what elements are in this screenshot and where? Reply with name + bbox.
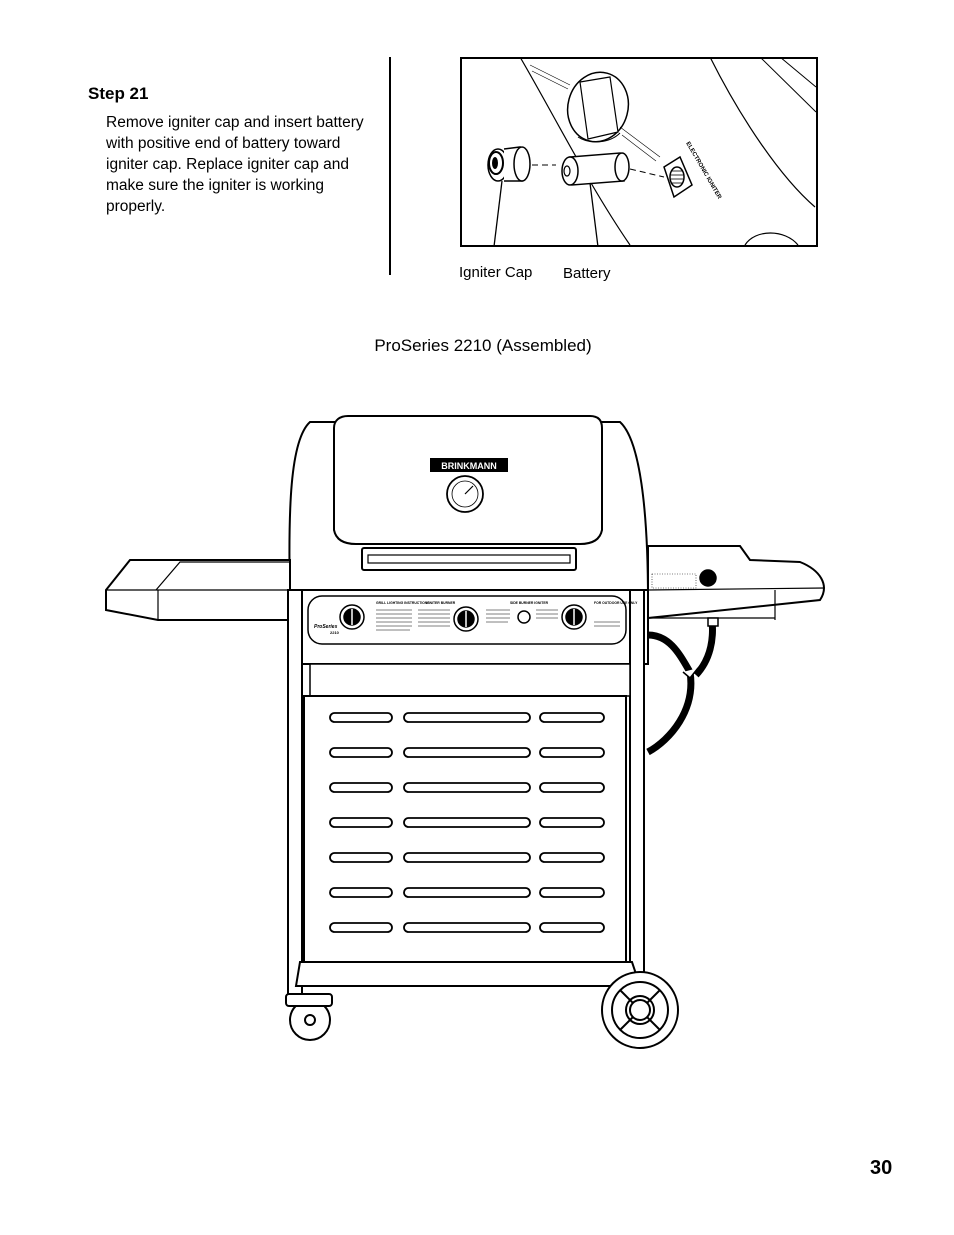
callout-battery: Battery — [563, 265, 611, 282]
brand-logo: BRINKMANN — [441, 461, 497, 471]
figure-caption: ProSeries 2210 (Assembled) — [374, 336, 592, 355]
column-divider — [389, 57, 391, 275]
step-instructions: Remove igniter cap and insert battery wi… — [106, 114, 364, 215]
panel-series-label: ProSeries — [314, 624, 338, 630]
panel-model-label: 2210 — [330, 630, 340, 635]
igniter-detail-illustration: ELECTRONIC IGNITER — [460, 57, 818, 247]
callout-igniter-cap: Igniter Cap — [459, 264, 533, 281]
panel-side-label: SIDE BURNER IGNITER — [510, 601, 549, 605]
panel-center-label: IGNITER BURNER — [426, 601, 456, 605]
panel-outdoor-label: FOR OUTDOOR USE ONLY — [594, 601, 638, 605]
step-title: Step 21 — [88, 84, 149, 103]
panel-lighting-label: GRILL LIGHTING INSTRUCTIONS — [376, 601, 430, 605]
page-number: 30 — [870, 1157, 893, 1179]
grill-illustration: BRINKMANN GRILL LIGHTING INSTRUCTIONS IG… — [105, 415, 826, 1049]
